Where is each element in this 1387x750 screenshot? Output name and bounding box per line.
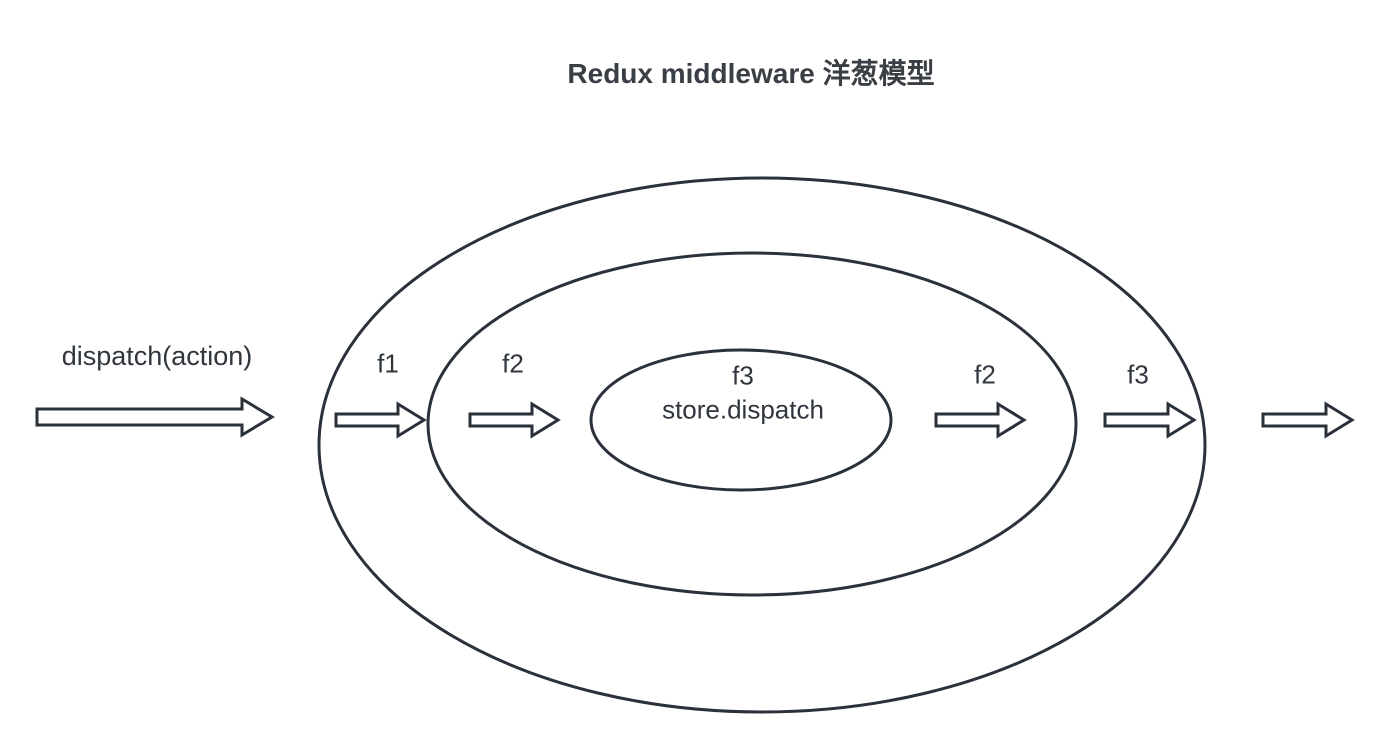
dispatch-action-label: dispatch(action): [61, 340, 253, 371]
exit-middle-arrow-icon: [934, 401, 1027, 439]
enter-outer-arrow-icon: [334, 401, 427, 439]
diagram-title: Redux middleware 洋葱模型: [567, 58, 935, 89]
core-f3-label: f3: [732, 360, 754, 391]
output-arrow-icon: [1261, 401, 1355, 439]
f3-exit-label: f3: [1127, 359, 1149, 390]
f2-exit-label: f2: [974, 359, 996, 390]
exit-outer-arrow-icon: [1103, 401, 1197, 439]
outer-ring-ellipse: [317, 176, 1207, 714]
store-dispatch-label: store.dispatch: [662, 394, 824, 425]
enter-middle-arrow-icon: [468, 401, 561, 439]
dispatch-arrow-icon: [35, 396, 275, 438]
core-ellipse: [589, 348, 893, 492]
middle-ring-ellipse: [426, 251, 1078, 597]
f1-enter-label: f1: [377, 348, 399, 379]
f2-enter-label: f2: [502, 348, 524, 379]
